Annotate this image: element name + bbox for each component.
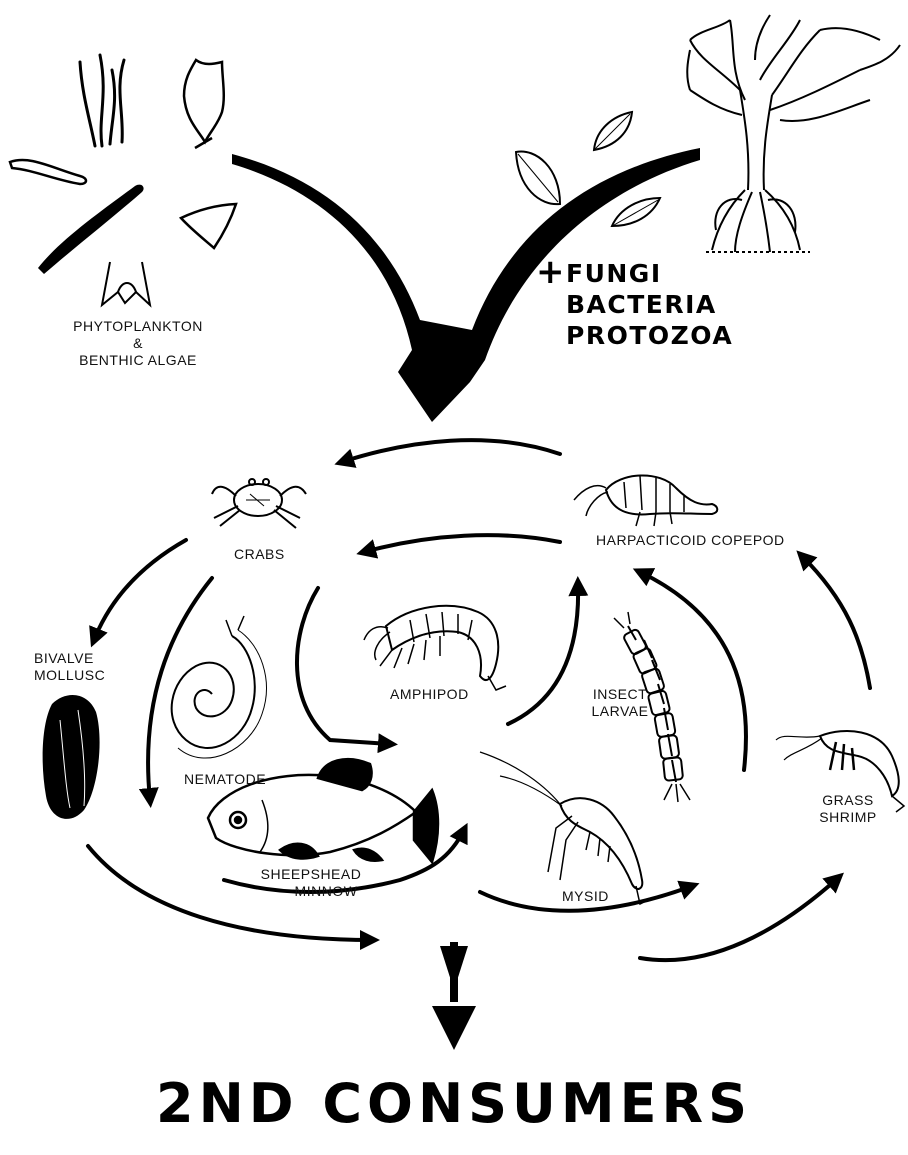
worm-fragment-icon [10,160,86,184]
grass-shrimp-label: GRASS SHRIMP [806,792,890,826]
insect-label-line1: INSECT [580,686,660,703]
mangrove-tree-icon [687,15,900,252]
mysid-label: MYSID [562,888,609,905]
bivalve-label-line1: BIVALVE [34,650,105,667]
detritus-rod-icon [38,185,144,274]
seagrass-blades-icon [80,55,124,146]
algae-label-line1: PHYTOPLANKTON [48,318,228,335]
page-title: 2ND CONSUMERS [0,1072,908,1135]
decomposers-label: FUNGI BACTERIA PROTOZOA [566,258,733,351]
mangrove-leaf-icon [612,198,660,226]
crab-icon [212,479,306,528]
trophic-flow-arrows [88,440,870,960]
harpacticoid-copepod-label: HARPACTICOID COPEPOD [596,532,785,549]
down-arrow-to-consumers [432,942,476,1050]
nematode-icon [172,616,267,758]
fan-algae-icon [184,60,224,148]
sheepshead-minnow-label: SHEEPSHEAD MINNOW [246,866,376,900]
dinoflagellate-icon [102,262,150,305]
grass-label-line2: SHRIMP [806,809,890,826]
decomposer-protozoa: PROTOZOA [566,320,733,351]
insect-larvae-label: INSECT LARVAE [580,686,660,720]
sheepshead-label-line2: MINNOW [246,883,376,900]
amphipod-icon [364,606,506,690]
sheepshead-label-line1: SHEEPSHEAD [246,866,376,883]
decomposer-fungi: FUNGI [566,258,733,289]
mysid-icon [480,752,652,904]
decomposer-bacteria: BACTERIA [566,289,733,320]
phytoplankton-benthic-algae-label: PHYTOPLANKTON & BENTHIC ALGAE [48,318,228,369]
harpacticoid-copepod-icon [574,475,717,526]
plus-sign: + [536,252,565,292]
bivalve-label-line2: MOLLUSC [34,667,105,684]
mangrove-leaf-icon [594,112,632,150]
bivalve-mollusc-icon [43,695,100,819]
amphipod-label: AMPHIPOD [390,686,469,703]
algae-label-line3: BENTHIC ALGAE [48,352,228,369]
mangrove-leaf-icon [516,151,560,204]
nematode-label: NEMATODE [184,771,266,788]
crabs-label: CRABS [234,546,285,563]
insect-label-line2: LARVAE [580,703,660,720]
diatom-triangle-icon [181,204,236,248]
bivalve-mollusc-label: BIVALVE MOLLUSC [34,650,105,684]
grass-label-line1: GRASS [806,792,890,809]
algae-label-line2: & [48,335,228,352]
